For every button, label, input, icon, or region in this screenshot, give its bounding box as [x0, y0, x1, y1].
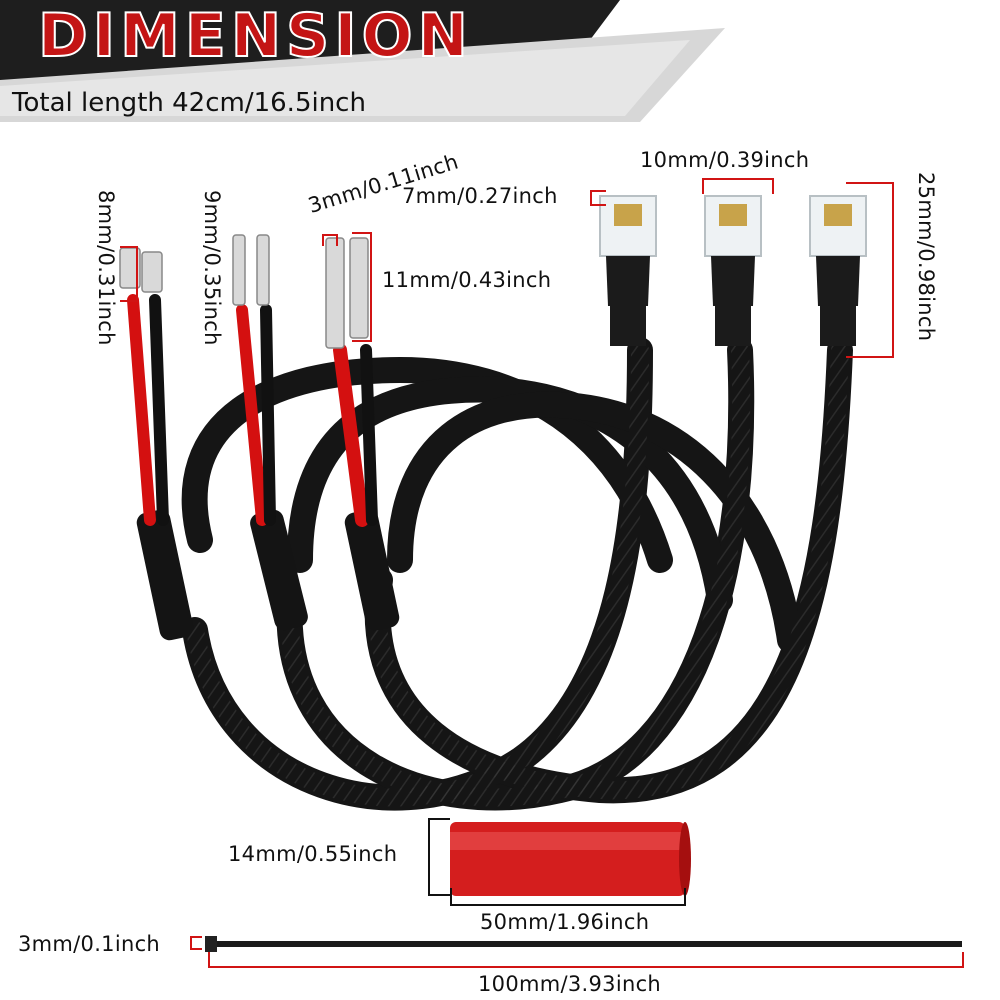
spade-terminals	[119, 234, 369, 349]
cable-tie	[205, 936, 962, 952]
bracket-tab-length	[352, 232, 372, 342]
label-plug-width: 10mm/0.39inch	[640, 148, 810, 172]
braided-cable-loops	[181, 337, 853, 811]
bracket-plug-tip	[590, 190, 606, 206]
total-length-label: Total length 42cm/16.5inch	[12, 88, 366, 118]
banner-title: DIMENSION	[37, 1, 473, 71]
bracket-sleeve-length	[450, 888, 686, 906]
connector-plugs	[599, 195, 867, 346]
label-pin-width: 9mm/0.35inch	[200, 190, 224, 346]
bracket-plug-length	[846, 182, 894, 358]
label-tab-length: 11mm/0.43inch	[382, 268, 552, 292]
label-tie-length: 100mm/3.93inch	[478, 972, 662, 996]
heat-shrink-joints	[136, 509, 400, 641]
banner-background	[0, 0, 725, 122]
wire-pair-1	[127, 294, 169, 526]
bracket-tie-length	[208, 952, 964, 968]
wire-pair-2	[236, 304, 276, 526]
heat-shrink-sleeve	[450, 822, 691, 896]
label-plug-tip: 7mm/0.27inch	[402, 184, 558, 208]
bracket-spade-width	[120, 246, 138, 302]
label-sleeve-diameter: 14mm/0.55inch	[228, 842, 398, 866]
label-sleeve-length: 50mm/1.96inch	[480, 910, 650, 934]
label-plug-length: 25mm/0.98inch	[914, 172, 938, 342]
bracket-tab-thickness	[322, 234, 338, 246]
bracket-sleeve-diameter	[428, 818, 450, 896]
bracket-plug-width	[702, 178, 774, 194]
wire-pair-3	[333, 343, 378, 527]
label-tie-width: 3mm/0.1inch	[18, 932, 161, 956]
label-spade-width: 8mm/0.31inch	[94, 190, 118, 346]
bracket-pin-width	[237, 232, 247, 234]
bracket-tie-width	[190, 936, 202, 950]
